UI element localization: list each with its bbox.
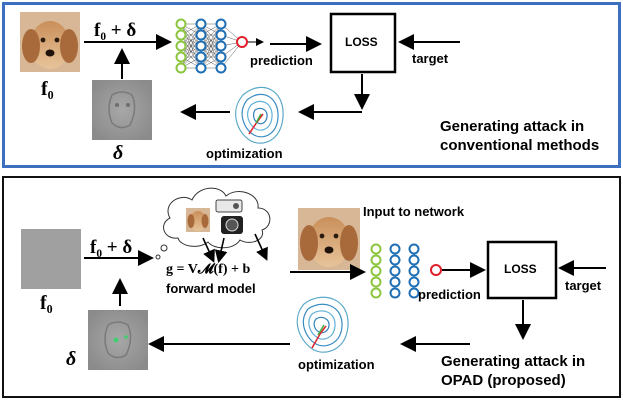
opad-panel	[2, 176, 621, 398]
f0-label: f₀	[41, 78, 54, 100]
nn-edge	[200, 23, 222, 58]
noise-pattern	[92, 80, 152, 140]
nn-edge	[180, 34, 202, 69]
loss-box	[329, 12, 397, 74]
delta-label: δ	[113, 142, 124, 164]
dog-image	[20, 12, 80, 72]
caption-top-line2: conventional methods	[440, 137, 600, 154]
loss-contour-bottom	[296, 296, 349, 353]
nn-edge	[180, 23, 202, 58]
loss-contour	[235, 86, 284, 144]
neural-network	[175, 18, 248, 74]
loss-box-bottom	[486, 240, 558, 300]
camera-icon	[221, 216, 243, 234]
projector-icon	[215, 199, 243, 213]
dog-image-small	[186, 208, 210, 232]
optimization-label: optimization	[206, 146, 283, 161]
prediction-label: prediction	[250, 53, 313, 68]
input-to-network-label: Input to network	[363, 204, 465, 219]
gray-image	[21, 229, 81, 289]
delta-label-bottom: δ	[66, 348, 77, 370]
forward-model-label: forward model	[166, 281, 256, 296]
loss-label-bottom: LOSS	[504, 262, 537, 276]
loss-label: LOSS	[345, 35, 378, 49]
neural-network-bottom	[370, 243, 442, 299]
caption-bottom-line2: OPAD (proposed)	[441, 372, 566, 389]
target-label: target	[412, 51, 449, 66]
f0-label-bottom: f₀	[40, 292, 53, 314]
target-label-bottom: target	[565, 278, 602, 293]
cloud	[155, 187, 271, 260]
caption-bottom-line1: Generating attack in	[441, 353, 586, 370]
prediction-label-bottom: prediction	[418, 287, 481, 302]
forward-model-equation: g = V𝓜(f) + b	[166, 262, 251, 277]
input-dog-image	[298, 208, 360, 270]
optimization-label-bottom: optimization	[298, 357, 375, 372]
nn-edge	[200, 34, 222, 69]
caption-top-line1: Generating attack in	[440, 118, 585, 135]
noise-pattern-bottom	[88, 310, 148, 370]
f0-plus-delta-label: f₀ + δ	[94, 20, 137, 41]
conventional-panel	[2, 2, 621, 168]
f0-plus-delta-label-bottom: f₀ + δ	[90, 237, 133, 258]
